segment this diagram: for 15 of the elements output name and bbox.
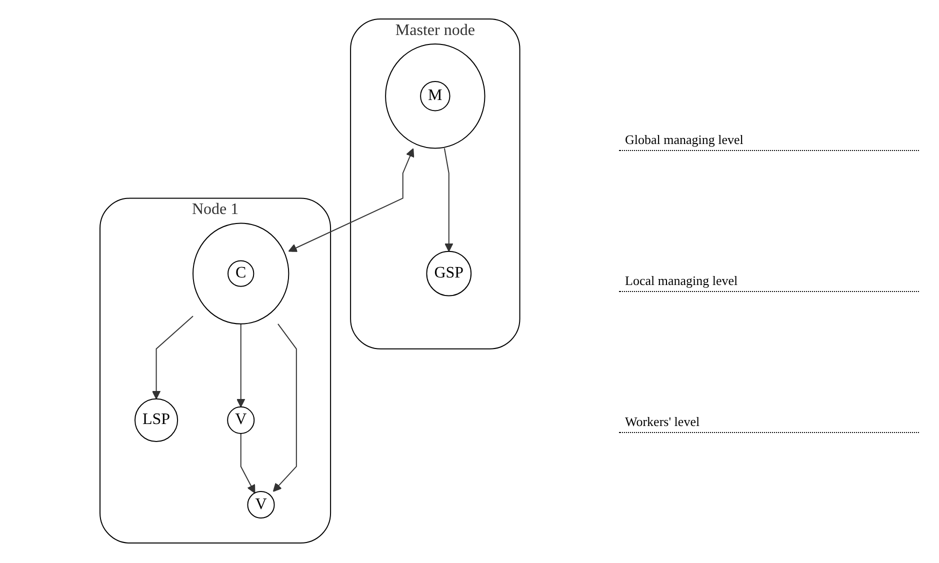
arrow bbox=[236, 324, 245, 408]
node-circle: M bbox=[420, 81, 450, 112]
arrow bbox=[240, 433, 255, 494]
node-circle: LSP bbox=[134, 398, 178, 442]
node-circle: V bbox=[226, 406, 254, 434]
level-label: Workers' level bbox=[619, 412, 919, 433]
node-circle: V bbox=[246, 491, 274, 520]
level-label: Local managing level bbox=[619, 271, 919, 292]
arrow bbox=[272, 324, 297, 492]
node-circle: GSP bbox=[426, 251, 472, 297]
level-label: Global managing level bbox=[619, 130, 919, 151]
arrow bbox=[152, 316, 194, 400]
arrow bbox=[444, 148, 453, 252]
node-circle: C bbox=[227, 260, 254, 288]
arrow bbox=[288, 148, 414, 252]
